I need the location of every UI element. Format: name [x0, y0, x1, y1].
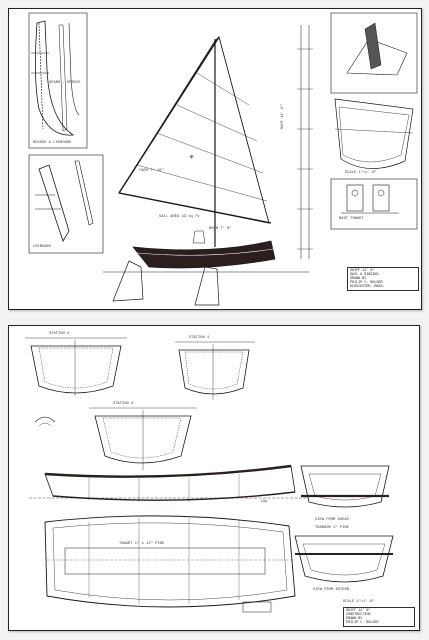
- top-title-line2: SAIL & RIGGING: [350, 273, 379, 278]
- section-c-label: STATION 6: [113, 402, 134, 406]
- thwart-detail-panel: [330, 178, 418, 230]
- rudder-detail-panel: [28, 12, 88, 149]
- view-from-astern: [294, 535, 394, 583]
- view-astern-label: VIEW FROM ASTERN: [313, 588, 350, 592]
- top-title-line3: DRAWN BY: [350, 277, 367, 282]
- leeboard-label: LEEBOARD: [33, 245, 52, 249]
- spar-label: SPARS - SPRUCE: [49, 81, 81, 85]
- top-scale-note: SCALE 1"=1'-0": [345, 171, 377, 175]
- rudder-blade: [35, 20, 75, 136]
- view-from-ahead: [300, 465, 390, 508]
- bottom-title-line2: CONSTRUCTION: [346, 613, 371, 618]
- sail-plan-board: ✳: [8, 8, 422, 310]
- yard-spar: [118, 36, 220, 194]
- rudder-label: RUDDER & LEEBOARD: [33, 141, 72, 145]
- hull-section-view: [334, 98, 414, 169]
- leeboard-detail-panel: [28, 154, 104, 254]
- leeboard-shape: [38, 164, 70, 242]
- mast-label: MAST 11'-6": [281, 104, 285, 129]
- thwart-note: THWART 1" x 12" PINE: [119, 542, 165, 546]
- tiller-outline: [68, 22, 80, 116]
- rudder-profile: [112, 260, 144, 302]
- lwl-note: LWL: [261, 500, 268, 504]
- hull-profile-dark: [132, 240, 276, 269]
- svg-text:✳: ✳: [189, 154, 194, 161]
- top-drawing-sheet: ✳: [0, 0, 429, 315]
- bottom-title-line3: DRAWN BY: [346, 617, 363, 622]
- bottom-title-block: SKIFF 12' 8" CONSTRUCTION DRAWN BY PHILI…: [343, 607, 415, 628]
- mast-step-block: [364, 22, 382, 70]
- hull-plan-view: [44, 515, 296, 608]
- sail-plan-drawing: ✳: [28, 12, 418, 306]
- section-view-a: [25, 337, 127, 396]
- builder-plate: [242, 601, 272, 613]
- bottom-drawing-sheet: STATION 2 STATION 4 STATION 6 LWL THWART…: [0, 315, 429, 640]
- section-view-b: [175, 341, 255, 400]
- top-title-line1: SKIFF 12' 8": [350, 269, 375, 273]
- section-b-label: STATION 4: [189, 336, 210, 340]
- leeboard-profile: [194, 266, 220, 306]
- boom-label: BOOM 7'-0": [209, 227, 232, 231]
- construction-drawing: [25, 337, 394, 613]
- transom-note: TRANSOM 1" PINE: [315, 526, 349, 530]
- mast-step-panel: [330, 12, 418, 94]
- top-title-line5: GLOUCESTER, MASS.: [350, 285, 385, 290]
- sail-area-note: SAIL AREA 43 sq ft: [159, 215, 200, 219]
- boom-spar: [118, 192, 272, 224]
- bottom-scale-note: SCALE 1"=1'-0": [343, 600, 375, 604]
- thwart-plank: [64, 547, 266, 575]
- section-view-c: [89, 407, 197, 470]
- view-ahead-label: VIEW FROM AHEAD: [315, 518, 349, 522]
- construction-board: STATION 2 STATION 4 STATION 6 LWL THWART…: [8, 325, 420, 631]
- thwart-label: MAST THWART: [339, 217, 364, 221]
- yard-label: YARD 7'-10": [139, 169, 164, 173]
- bottom-title-line1: SKIFF 12' 8": [346, 609, 371, 613]
- top-title-block: SKIFF 12' 8" SAIL & RIGGING DRAWN BY PHI…: [347, 267, 419, 292]
- top-title-line4: PHILIP C. BOLGER: [350, 281, 383, 286]
- sail-outline: [118, 36, 270, 224]
- section-a-label: STATION 2: [49, 332, 70, 336]
- bottom-title-line4: PHILIP C. BOLGER: [346, 621, 379, 626]
